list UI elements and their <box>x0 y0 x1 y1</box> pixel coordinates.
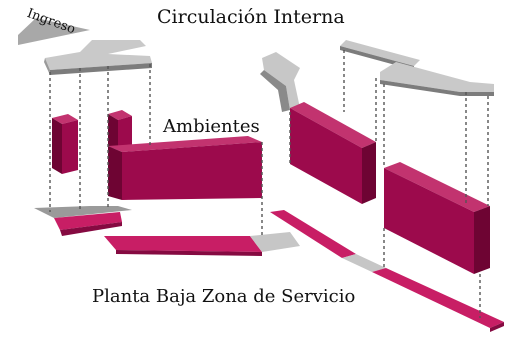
circulation-element-right <box>260 40 494 112</box>
ambiente-block-small-left <box>52 114 78 174</box>
ground-floor-slab-left <box>34 206 300 256</box>
ingreso-wedge <box>18 18 90 45</box>
ambiente-block-right-upper <box>290 102 376 204</box>
label-planta-baja: Planta Baja Zona de Servicio <box>92 286 356 307</box>
label-ambientes: Ambientes <box>163 116 260 137</box>
dashed-connectors <box>49 50 489 318</box>
ambiente-block-right-lower <box>384 162 490 274</box>
ambiente-block-center <box>108 110 262 200</box>
label-circulacion-interna: Circulación Interna <box>157 6 345 28</box>
ground-floor-slab-right <box>270 210 504 332</box>
circulation-element-left <box>44 40 152 75</box>
